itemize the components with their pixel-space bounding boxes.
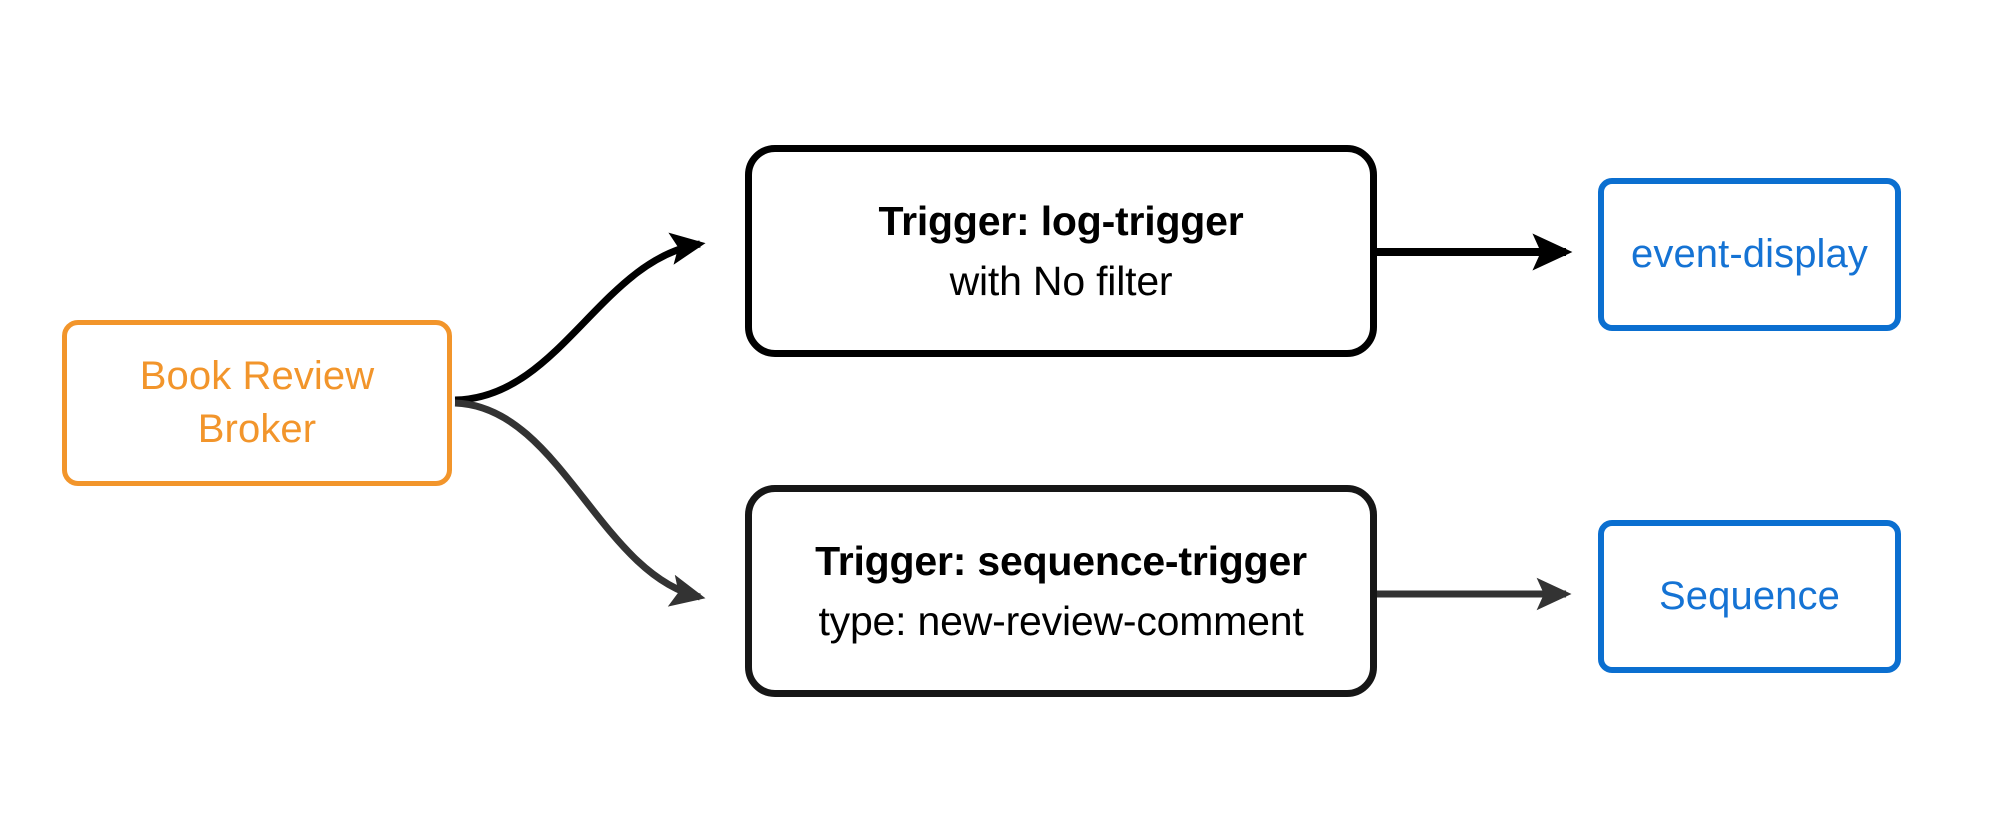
sequence-trigger-subtitle: type: new-review-comment [818,597,1304,644]
node-sequence-trigger[interactable]: Trigger: sequence-trigger type: new-revi… [745,485,1377,697]
broker-label-line1: Book Review [139,354,375,399]
edge-broker-to-log-trigger [454,232,706,404]
broker-label-line2: Broker [197,407,317,451]
node-book-review-broker[interactable]: Book Review Broker [62,320,452,486]
node-event-display[interactable]: event-display [1598,178,1901,331]
edge-broker-to-sequence-trigger [454,399,706,607]
node-log-trigger[interactable]: Trigger: log-trigger with No filter [745,145,1377,357]
sequence-label: Sequence [1659,574,1840,619]
log-trigger-title: Trigger: log-trigger [878,198,1244,245]
node-sequence[interactable]: Sequence [1598,520,1901,673]
event-display-label: event-display [1631,232,1868,277]
sequence-trigger-title: Trigger: sequence-trigger [815,538,1307,585]
log-trigger-subtitle: with No filter [949,257,1173,304]
